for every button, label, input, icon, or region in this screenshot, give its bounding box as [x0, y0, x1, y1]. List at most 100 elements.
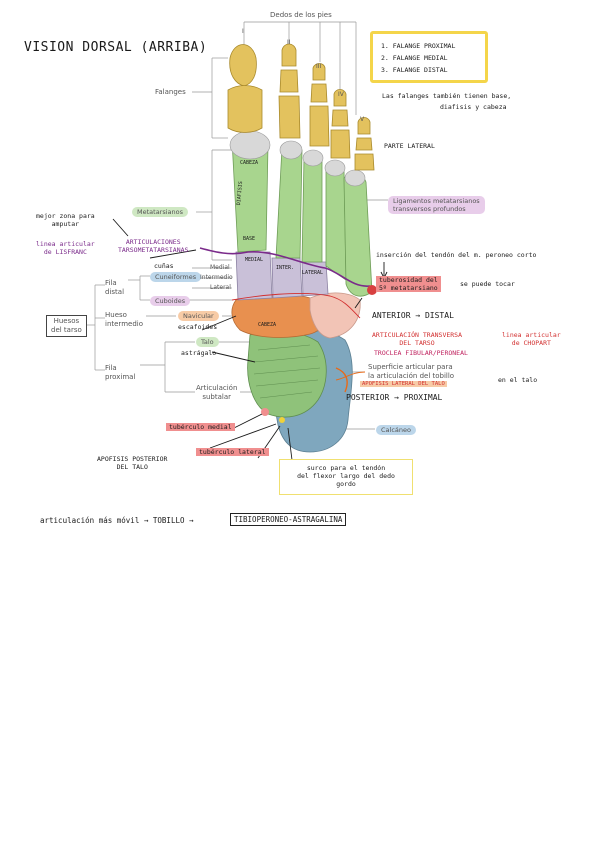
hallux-proximal-phalanx — [227, 85, 263, 133]
handwritten-arrows — [112, 218, 388, 461]
toe-number-1: I — [242, 28, 244, 35]
anterior-distal-note: ANTERIOR → DISTAL — [372, 311, 454, 320]
chopart-line-2: de CHOPART — [511, 339, 551, 347]
cuneiform-medial-label: Medial — [210, 264, 230, 271]
intermediate-line-2: intermedio — [105, 320, 143, 328]
cuneiform-intermediate-bone — [271, 257, 303, 299]
subtalar-joint-label: Articulación subtalar — [196, 384, 237, 402]
ligaments-line-2: transversos profundos — [393, 205, 466, 213]
lisfranc-line — [199, 247, 371, 287]
tarsal-bones-line-1: Huesos — [53, 317, 80, 325]
bone-base-label: BASE — [243, 236, 256, 242]
toe-number-2: II — [287, 39, 291, 46]
chopart-line — [231, 293, 361, 319]
toe-leader-lines — [87, 21, 388, 430]
ankle-surface-line-2: la articulación del tobillo — [368, 372, 455, 380]
toes-label: Dedos de los pies — [270, 11, 332, 19]
toe-number-5: V — [360, 116, 365, 123]
lateral-tubercle-dot — [279, 417, 285, 423]
proximal-row-label: Fila proximal — [105, 364, 135, 382]
bone-head-label: CABEZA — [240, 160, 259, 166]
cuboid-bone — [309, 292, 361, 339]
cuneiform-intermediate-label: Intermedio — [200, 274, 233, 281]
metatarsals-label: Metatarsianos — [132, 207, 189, 217]
lateral-talar-process-note: APOFISIS LATERAL DEL TALO — [360, 381, 447, 387]
bottom-note-prefix: articulación más móvil → TOBILLO → — [40, 516, 194, 525]
proximal-row-line-1: Fila — [105, 364, 117, 372]
tarsal-bones-box: Huesos del tarso — [46, 315, 87, 337]
navicular-label: Navicular — [178, 311, 219, 321]
tarsometatarsal-line-1: ARTICULACIONES — [125, 238, 181, 246]
cuboid-label: Cuboides — [150, 296, 191, 306]
tuberosity-line-1: tuberosidad del — [379, 276, 438, 284]
distal-row-label: Fila distal — [105, 279, 124, 297]
hallux-distal-phalanx — [229, 44, 257, 87]
metatarsal-3-bone — [301, 153, 323, 263]
metatarsal-heads — [229, 130, 366, 187]
cuneiforms-label: Cuneiformes — [150, 272, 202, 282]
posterior-talar-process-note: APOFISIS POSTERIOR DEL TALO — [97, 455, 167, 471]
legend-line-1: 1. FALANGE PROXIMAL — [381, 42, 456, 50]
intermediate-cuneiform-text: INTER. — [276, 265, 295, 271]
phalanges-label: Falanges — [155, 88, 186, 96]
cuneiform-lateral-label: Lateral — [210, 284, 231, 291]
page-title: VISION DORSAL (ARRIBA) — [24, 40, 208, 55]
toe-number-4: IV — [338, 91, 344, 98]
talus-label: Talo — [196, 337, 219, 347]
phalanx-legend-box: 1. FALANGE PROXIMAL 2. FALANGE MEDIAL 3.… — [370, 31, 488, 83]
intermediate-line-1: Hueso — [105, 311, 127, 319]
ligaments-line-1: Ligamentos metatarsianos — [393, 197, 480, 205]
posterior-process-line-1: APOFISIS POSTERIOR — [97, 455, 168, 463]
toe-number-3: III — [316, 63, 322, 70]
ankle-surface-line-1: Superficie articular para — [368, 363, 453, 371]
tuberosity-line-2: 5º metatarsiano — [379, 284, 438, 292]
ankle-surface-label: Superficie articular para la articulació… — [368, 363, 454, 381]
talus-bone — [247, 330, 327, 418]
subtalar-line-2: subtalar — [202, 393, 232, 401]
deep-transverse-ligaments-label: Ligamentos metatarsianos transversos pro… — [388, 196, 485, 214]
wedges-note: cuñas — [154, 262, 174, 270]
legend-note-1: Las falanges también tienen base, — [382, 92, 512, 100]
chopart-line-1: linea articular — [502, 331, 561, 339]
subtalar-line-1: Articulación — [196, 384, 238, 392]
lateral-side-note: PARTE LATERAL — [384, 142, 435, 150]
on-talus-note: en el talo — [498, 376, 538, 384]
distal-row-line-1: Fila — [105, 279, 117, 287]
palpable-note: se puede tocar — [460, 280, 515, 288]
groove-line-1: surco para el tendón — [306, 464, 386, 472]
scaphoid-note: escafoides — [178, 323, 218, 331]
best-amputation-note: mejor zona para amputar — [36, 212, 95, 228]
proximal-row-line-2: proximal — [105, 373, 136, 381]
metatarsal-5-bone — [343, 172, 373, 297]
lisfranc-line-2: de LISFRANC — [43, 248, 87, 256]
distal-row-line-2: distal — [105, 288, 125, 296]
metatarsal-2-bone — [275, 143, 303, 259]
legend-line-2: 2. FALANGE MEDIAL — [381, 54, 448, 62]
talus-hatching — [253, 344, 321, 399]
posterior-proximal-note: POSTERIOR → PROXIMAL — [346, 393, 443, 402]
groove-line-3: gordo — [336, 480, 356, 488]
medial-tubercle-dot — [261, 408, 269, 416]
transverse-line-2: DEL TARSO — [399, 339, 435, 347]
posterior-process-line-2: DEL TALO — [116, 463, 148, 471]
tuberosity-5th-metatarsal — [367, 285, 377, 295]
fifth-metatarsal-tuberosity-note: tuberosidad del 5º metatarsiano — [376, 276, 441, 292]
talus-head-text: CABEZA — [258, 322, 277, 328]
intermediate-bone-label: Hueso intermedio — [105, 311, 143, 329]
flexor-groove-note: surco para el tendón del flexor largo de… — [279, 459, 413, 495]
phalanges — [227, 43, 375, 171]
amputation-line-1: mejor zona para — [36, 212, 95, 220]
lisfranc-note: linea articular de LISFRANC — [36, 240, 95, 256]
peroneus-insertion-note: inserción del tendón del m. peroneo cort… — [376, 251, 537, 259]
transverse-line-1: ARTICULACIÓN TRANSVERSA — [372, 331, 463, 339]
tarsometatarsal-line-2: TARSOMETATARSIANAS — [118, 246, 189, 254]
medial-tubercle-note: tubérculo medial — [166, 423, 235, 431]
lateral-cuneiform-text: LATERAL — [302, 270, 324, 276]
calcaneus-label: Calcáneo — [376, 425, 416, 435]
astragalus-note: astrágalo — [181, 349, 217, 357]
legend-line-3: 3. FALANGE DISTAL — [381, 66, 448, 74]
lateral-tubercle-note: tubérculo lateral — [196, 448, 269, 456]
fibular-trochlea-note: TROCLEA FIBULAR/PERONEAL — [374, 349, 468, 357]
medial-cuneiform-text: MEDIAL — [245, 257, 264, 263]
